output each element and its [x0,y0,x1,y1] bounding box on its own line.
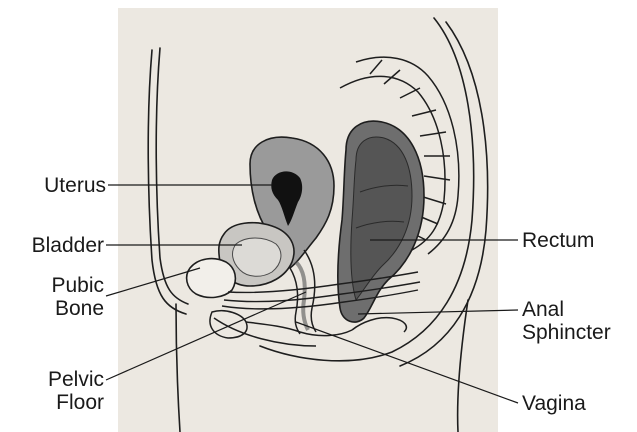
label-rectum: Rectum [522,229,594,252]
label-anal-sphincter: Anal Sphincter [522,298,611,344]
label-pubic-bone: Pubic Bone [0,274,104,320]
label-anal-sphincter-line2: Sphincter [522,321,611,344]
label-uterus: Uterus [0,174,106,197]
label-pubic-bone-line2: Bone [0,297,104,320]
label-pubic-bone-line1: Pubic [0,274,104,297]
label-vagina: Vagina [522,392,586,415]
label-anal-sphincter-line1: Anal [522,298,611,321]
label-bladder: Bladder [0,234,104,257]
label-pelvic-floor-line1: Pelvic [0,368,104,391]
label-pelvic-floor-line2: Floor [0,391,104,414]
label-pelvic-floor: Pelvic Floor [0,368,104,414]
